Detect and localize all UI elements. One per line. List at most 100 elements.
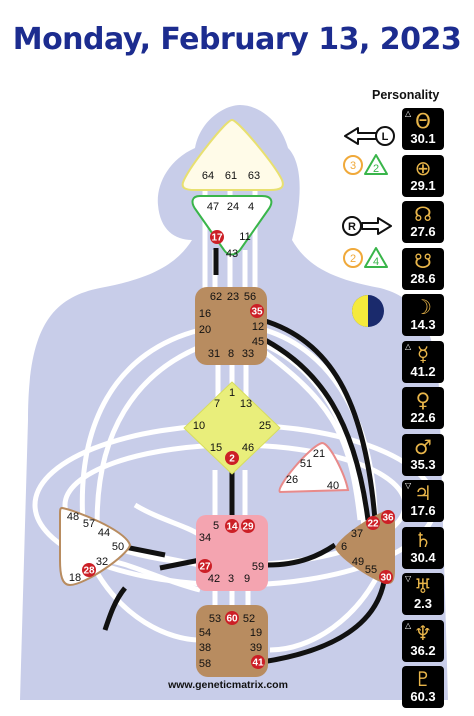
gate-63: 63 [248,170,260,182]
sacral-center: 5 14 29 34 27 59 42 3 9 [196,515,268,591]
uranus-icon: ♅ [414,574,432,598]
gate-24: 24 [227,201,239,213]
gate-59: 59 [252,561,264,573]
planet-value: 30.1 [410,131,436,146]
right-arrow-group: R 2 4 [342,216,392,268]
planet-value: 14.3 [410,317,436,332]
gate-47: 47 [207,201,219,213]
gate-61: 61 [225,170,237,182]
planet-value: 28.6 [410,270,436,286]
gate-1: 1 [229,387,235,399]
arrow-bottom-left-num: 2 [350,253,356,265]
ajna-center: 47 24 4 17 11 43 [191,195,273,260]
arrow-right-icon [361,217,392,235]
earth-icon: ⊕ [414,155,432,180]
gate-55: 55 [365,564,377,576]
gate-46: 46 [242,442,254,454]
gate-28: 28 [83,566,95,577]
solar-plexus-center: 36 22 37 6 49 55 30 [335,510,395,584]
gate-50: 50 [112,541,124,553]
saturn-icon: ♄ [414,527,432,552]
gate-16: 16 [199,308,211,320]
gate-22: 22 [367,519,379,530]
gate-25: 25 [259,420,271,432]
date-title: Monday, February 13, 2023 [12,22,462,57]
gate-11: 11 [239,231,250,243]
active-channels [60,248,388,665]
planet-value: 60.3 [410,689,436,704]
gate-23: 23 [227,291,239,303]
planet-earth: ⊕29.1 [402,154,444,197]
planet-marker: ▽ [405,481,412,490]
planet-venus: ♀22.6 [402,387,444,429]
moon-icon: ☽ [414,295,432,319]
gate-8: 8 [228,348,234,360]
gate-35: 35 [251,307,263,318]
gate-27: 27 [199,562,211,573]
gate-54: 54 [199,627,211,639]
root-center: 53 60 52 54 19 38 39 58 41 [196,605,268,677]
gate-40: 40 [327,480,339,492]
gate-41: 41 [252,658,264,669]
gate-15: 15 [210,442,222,454]
gate-38: 38 [199,642,211,654]
planet-uranus: ▽♅2.3 [402,573,444,615]
ego-center: 21 51 26 40 [278,441,350,494]
gate-57: 57 [83,518,95,530]
mercury-icon: ☿ [416,341,430,366]
pluto-icon: ♇ [414,667,432,691]
throat-center: 62 23 56 16 35 12 20 45 31 8 33 [195,287,267,365]
gate-37: 37 [351,528,363,540]
gate-2: 2 [229,454,235,465]
venus-icon: ♀ [415,388,431,412]
arrow-top-left-num: 3 [350,160,356,172]
planet-marker: △ [405,109,412,118]
arrow-top-right-num: 2 [373,163,379,175]
sun-icon: Θ [415,109,431,133]
gate-19: 19 [250,627,262,639]
gate-7: 7 [214,398,220,410]
planet-marker: ▽ [405,574,412,583]
arrow-bottom-letter: R [348,221,356,233]
arrow-left-icon [344,127,379,145]
watermark: www.geneticmatrix.com [167,679,288,691]
gate-26: 26 [286,474,298,486]
gate-45: 45 [252,336,264,348]
arrow-top-letter: L [382,131,389,143]
jupiter-icon: ♃ [414,481,432,505]
gate-31: 31 [208,348,220,360]
planet-neptune: △♆36.2 [402,619,444,662]
planet-mercury: △ ☿41.2 [402,340,444,383]
planet-value: 29.1 [410,177,436,193]
north-node-icon: ☊ [414,202,432,226]
planet-mars: ♂35.3 [402,433,444,476]
gate-18: 18 [69,572,81,584]
gate-9: 9 [244,573,250,585]
gate-32: 32 [96,556,108,568]
gate-20: 20 [199,324,211,336]
gate-49: 49 [352,556,364,568]
planet-value: 36.2 [410,642,436,658]
gate-53: 53 [209,613,221,625]
planet-pluto: ♇60.3 [402,666,444,708]
planet-saturn: ♄30.4 [402,526,444,569]
planet-value: 17.6 [410,503,436,518]
gate-39: 39 [250,642,262,654]
planet-value: 35.3 [410,456,436,472]
planet-marker: △ [405,341,412,351]
planet-north-node: ☊27.6 [402,201,444,243]
gate-10: 10 [193,420,205,432]
gate-42: 42 [208,573,220,585]
left-arrow-group: L 3 2 [343,126,395,175]
gate-13: 13 [240,398,252,410]
planet-value: 41.2 [410,363,436,379]
neptune-icon: ♆ [414,620,432,645]
planet-moon: ☽14.3 [402,294,444,336]
gate-56: 56 [244,291,256,303]
gate-64: 64 [202,170,214,182]
planet-value: 27.6 [410,224,436,239]
gate-5: 5 [213,520,219,532]
gate-36: 36 [382,513,394,524]
planet-value: 2.3 [413,596,433,611]
